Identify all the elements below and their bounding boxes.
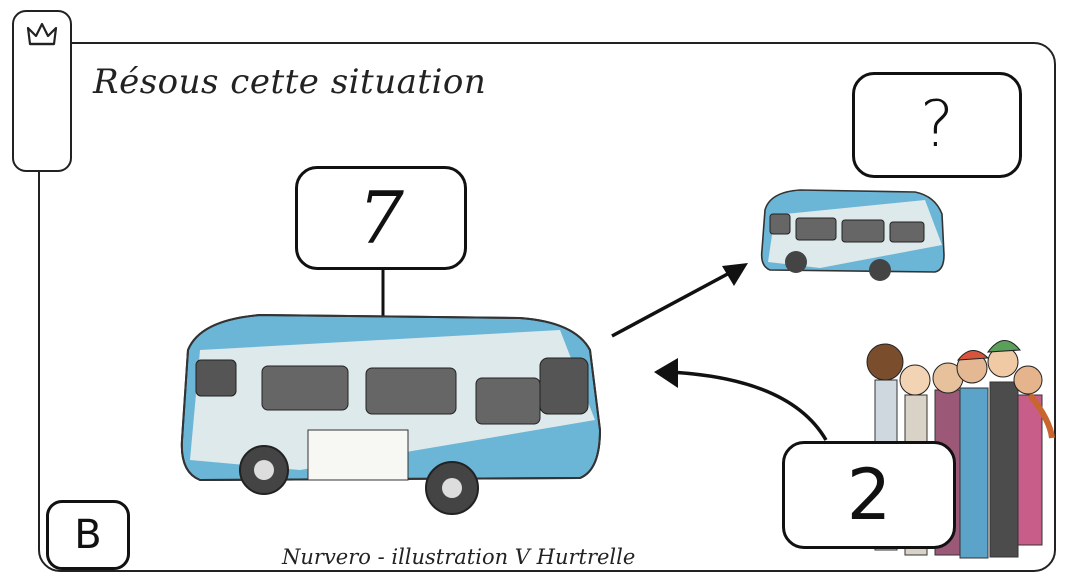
unknown-result-box: ? xyxy=(852,72,1022,178)
card-letter-box: B xyxy=(46,500,130,570)
credit-line: Nurvero - illustration V Hurtrelle xyxy=(282,545,636,569)
arrow-children-to-bus xyxy=(654,358,828,441)
change-count-value: 2 xyxy=(846,454,892,536)
instruction-title: Résous cette situation xyxy=(93,62,487,102)
change-count-box: 2 xyxy=(782,441,956,549)
card-frame xyxy=(38,42,1056,572)
small-bus-illustration xyxy=(760,189,945,281)
card-letter: B xyxy=(74,512,102,558)
initial-count-box: 7 xyxy=(295,166,467,270)
unknown-result-value: ? xyxy=(920,88,954,162)
crown-icon xyxy=(26,22,58,46)
initial-count-value: 7 xyxy=(358,176,404,260)
big-bus-illustration xyxy=(180,313,602,515)
card-tab xyxy=(12,10,72,172)
arrow-to-small-bus xyxy=(611,263,748,338)
